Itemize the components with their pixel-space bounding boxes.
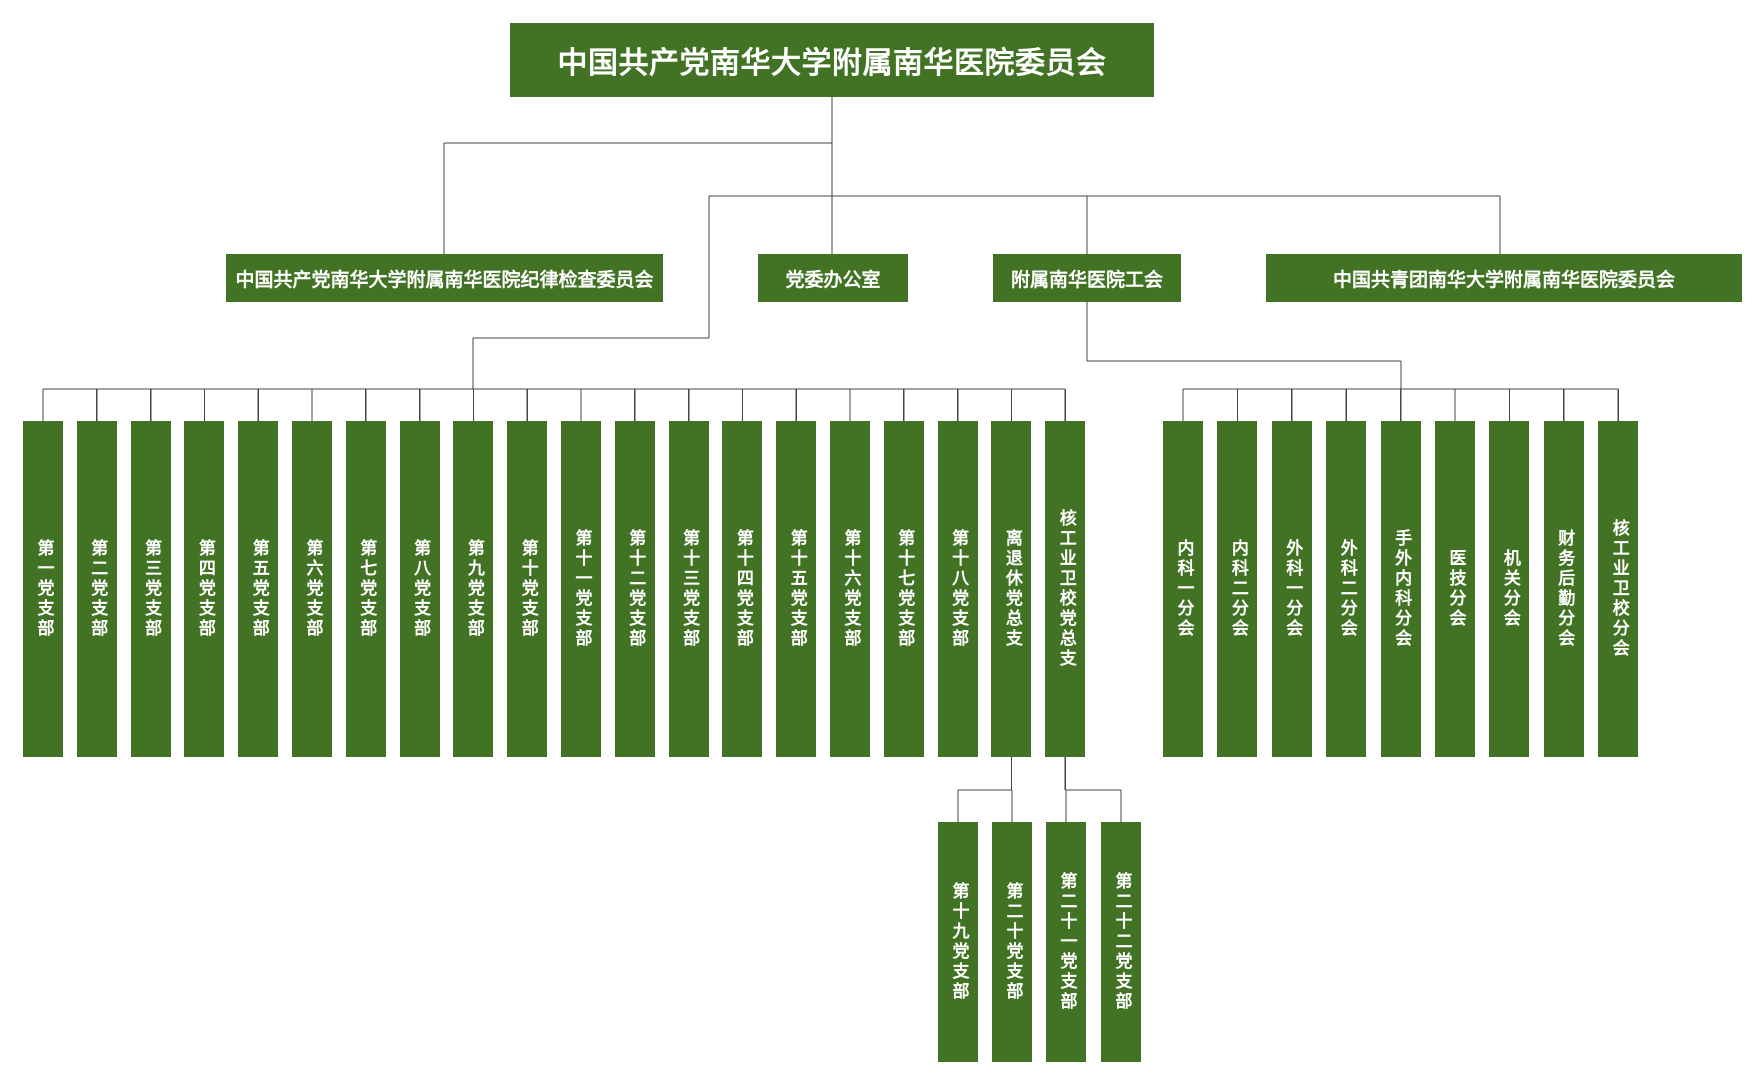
- branch-node-14: 第十四党支部: [722, 421, 763, 757]
- branch-node-8: 第八党支部: [399, 421, 440, 757]
- union-sub-node-3: 外科一分会: [1271, 421, 1312, 757]
- node-discipline-commission: 中国共产党南华大学附属南华医院纪律检查委员会: [226, 254, 663, 302]
- branch-node-1: 第一党支部: [23, 421, 63, 757]
- branch-node-7: 第七党支部: [345, 421, 386, 757]
- branch-node-12: 第十二党支部: [614, 421, 655, 757]
- union-sub-node-2: 内科二分会: [1217, 421, 1258, 757]
- branch-node-17: 第十七党支部: [883, 421, 924, 757]
- retiree-sub-node-1: 第十九党支部: [938, 822, 978, 1062]
- branch-node-16: 第十六党支部: [830, 421, 870, 757]
- branch-node-11: 第十一党支部: [561, 421, 601, 757]
- node-youth-league: 中国共青团南华大学附属南华医院委员会: [1266, 254, 1742, 302]
- union-sub-node-5: 手外内科分会: [1380, 421, 1421, 757]
- union-sub-node-7: 机关分会: [1489, 421, 1530, 757]
- branch-node-13: 第十三党支部: [668, 421, 709, 757]
- branch-node-20: 核工业卫校党总支: [1045, 421, 1086, 757]
- node-labor-union: 附属南华医院工会: [993, 254, 1181, 302]
- branch-node-3: 第三党支部: [130, 421, 171, 757]
- nuclear-school-sub-node-2: 第二十二党支部: [1101, 822, 1141, 1062]
- union-sub-node-1: 内科一分会: [1163, 421, 1203, 757]
- nuclear-school-sub-node-1: 第二十一党支部: [1046, 822, 1086, 1062]
- branch-node-10: 第十党支部: [507, 421, 548, 757]
- branch-node-5: 第五党支部: [238, 421, 279, 757]
- union-sub-node-8: 财务后勤分会: [1543, 421, 1584, 757]
- retiree-sub-node-2: 第二十党支部: [992, 822, 1032, 1062]
- branch-node-6: 第六党支部: [292, 421, 332, 757]
- union-sub-node-4: 外科二分会: [1326, 421, 1367, 757]
- union-sub-node-6: 医技分会: [1435, 421, 1475, 757]
- branch-node-18: 第十八党支部: [937, 421, 978, 757]
- branch-node-15: 第十五党支部: [776, 421, 817, 757]
- branch-node-4: 第四党支部: [184, 421, 225, 757]
- root-node: 中国共产党南华大学附属南华医院委员会: [510, 23, 1154, 97]
- branch-node-19: 离退休党总支: [991, 421, 1032, 757]
- branch-node-2: 第二党支部: [76, 421, 117, 757]
- node-party-office: 党委办公室: [758, 254, 908, 302]
- branch-node-9: 第九党支部: [453, 421, 494, 757]
- union-sub-node-9: 核工业卫校分会: [1598, 421, 1639, 757]
